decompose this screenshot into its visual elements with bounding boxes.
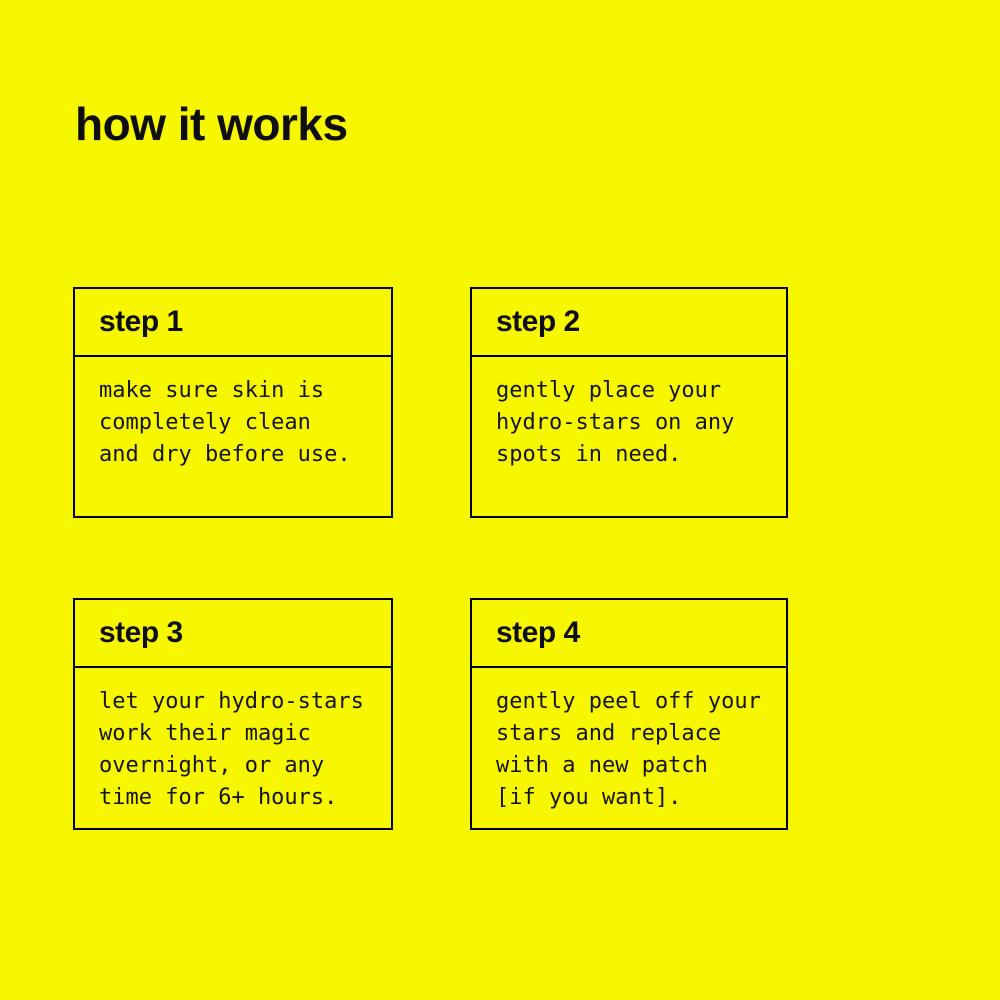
step-body: gently place your hydro-stars on any spo… [496, 378, 735, 467]
step-title: step 3 [75, 600, 391, 668]
step-title: step 2 [472, 289, 786, 357]
step-title: step 1 [75, 289, 391, 357]
page-title: how it works [75, 98, 348, 150]
steps-grid: step 1 make sure skin is completely clea… [73, 287, 788, 830]
step-body: let your hydro-stars work their magic ov… [99, 689, 364, 810]
step-card-1: step 1 make sure skin is completely clea… [73, 287, 393, 518]
step-body: gently peel off your stars and replace w… [496, 689, 761, 810]
step-body: make sure skin is completely clean and d… [99, 378, 351, 467]
step-title: step 4 [472, 600, 786, 668]
step-card-4: step 4 gently peel off your stars and re… [470, 598, 788, 830]
step-card-2: step 2 gently place your hydro-stars on … [470, 287, 788, 518]
step-card-3: step 3 let your hydro-stars work their m… [73, 598, 393, 830]
